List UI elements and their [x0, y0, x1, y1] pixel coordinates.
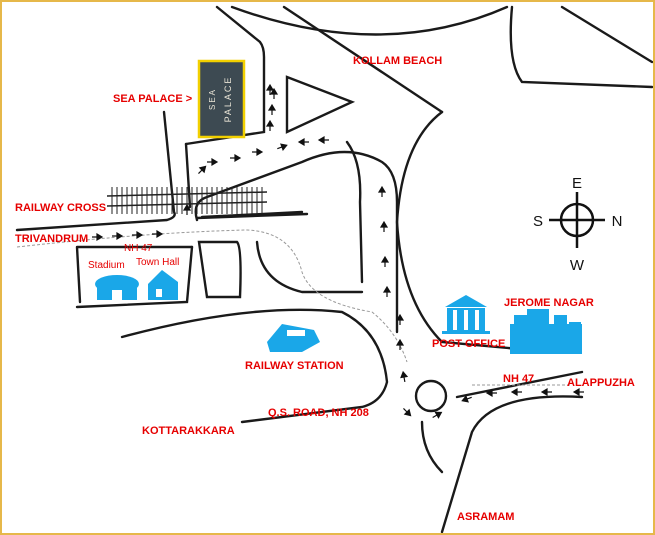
direction-arrow-icon	[317, 135, 329, 145]
direction-arrows	[92, 83, 584, 419]
direction-arrow-icon	[267, 103, 277, 115]
direction-arrow-icon	[510, 387, 522, 397]
label-stadium: Stadium	[88, 260, 125, 271]
direction-arrow-icon	[432, 411, 443, 419]
direction-arrow-icon	[132, 230, 144, 240]
direction-arrow-icon	[207, 157, 219, 167]
direction-arrow-icon	[572, 387, 584, 397]
direction-arrow-icon	[265, 83, 275, 95]
train-icon	[267, 324, 320, 352]
direction-arrow-icon	[379, 220, 389, 232]
railway-track	[106, 187, 268, 214]
direction-arrow-icon	[377, 185, 387, 197]
svg-text:PALACE: PALACE	[223, 76, 233, 123]
label-railway-cross: RAILWAY CROSS	[15, 202, 106, 214]
direction-arrow-icon	[382, 285, 392, 297]
direction-arrow-icon	[152, 229, 164, 239]
label-trivandrum: TRIVANDRUM	[15, 233, 88, 245]
label-kollam-beach: KOLLAM BEACH	[353, 55, 442, 67]
label-alappuzha: ALAPPUZHA	[567, 377, 635, 389]
direction-arrow-icon	[395, 338, 405, 350]
direction-arrow-icon	[461, 394, 472, 403]
direction-arrow-icon	[269, 87, 279, 99]
roads	[15, 5, 653, 533]
compass-east: E	[572, 175, 582, 192]
label-jerome-nagar: JEROME NAGAR	[504, 297, 594, 309]
direction-arrow-icon	[400, 370, 409, 383]
label-town-hall: Town Hall	[136, 257, 179, 268]
direction-arrow-icon	[297, 137, 309, 147]
label-kottarakkara: KOTTARAKKARA	[142, 425, 235, 437]
direction-arrow-icon	[380, 255, 390, 267]
direction-arrow-icon	[485, 388, 497, 398]
label-sea-palace: SEA PALACE >	[113, 93, 192, 105]
label-nh47-east: NH 47	[503, 373, 534, 385]
label-asramam: ASRAMAM	[457, 511, 514, 523]
compass-south: S	[533, 213, 543, 230]
direction-arrow-icon	[112, 231, 124, 241]
direction-arrow-icon	[230, 153, 242, 163]
compass-west: W	[570, 257, 585, 274]
compass-north: N	[612, 213, 623, 230]
label-qs-road: Q.S. ROAD, NH 208	[268, 407, 369, 419]
label-railway-station: RAILWAY STATION	[245, 360, 344, 372]
town-hall-icon	[148, 270, 178, 300]
direction-arrow-icon	[403, 408, 412, 417]
direction-arrow-icon	[252, 147, 264, 157]
city-buildings-icon	[510, 309, 582, 354]
post-office-icon	[442, 295, 490, 334]
direction-arrow-icon	[540, 387, 552, 397]
direction-arrow-icon	[395, 313, 405, 325]
direction-arrow-icon	[265, 119, 275, 131]
direction-arrow-icon	[92, 232, 104, 242]
direction-arrow-icon	[198, 165, 207, 174]
label-post-office: POST OFFICE	[432, 338, 505, 350]
compass: E S N W	[533, 175, 622, 274]
direction-arrow-icon	[277, 143, 288, 152]
direction-arrow-icon	[182, 203, 192, 215]
label-nh47-west: NH 47	[124, 243, 153, 254]
svg-text:SEA: SEA	[208, 88, 217, 110]
sea-palace-logo: SEA PALACE	[197, 59, 246, 139]
stadium-icon	[95, 275, 139, 300]
